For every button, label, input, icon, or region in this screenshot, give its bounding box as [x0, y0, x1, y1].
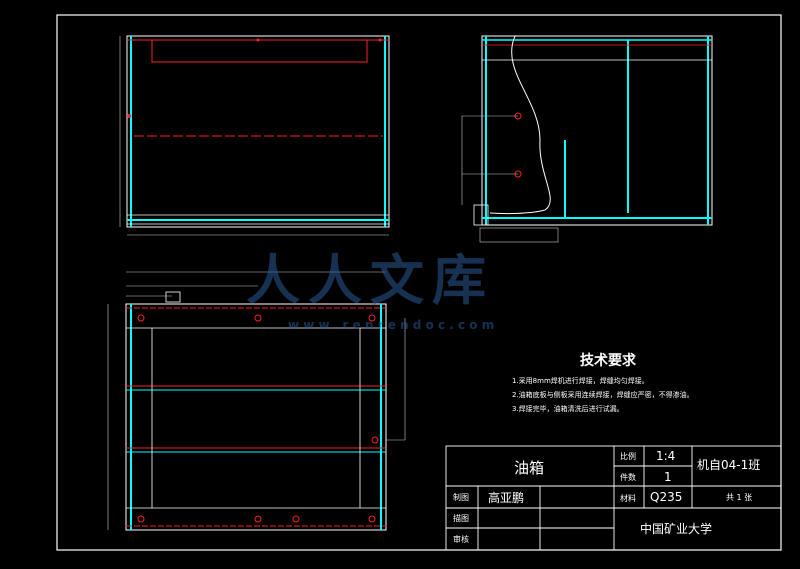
scale-value: 1:4	[656, 449, 676, 463]
tech-requirement-3: 3.焊接完毕，油箱清洗后进行试漏。	[512, 405, 624, 413]
title-block-grid	[445, 445, 782, 551]
design-label: 描图	[453, 514, 469, 523]
tech-requirements-title: 技术要求	[580, 353, 636, 369]
material-value: Q235	[650, 490, 683, 504]
scale-label: 比例	[620, 452, 636, 461]
drawn-label: 制图	[453, 493, 469, 502]
watermark-logo-text: 人人文库	[246, 249, 494, 312]
qty-label: 件数	[620, 473, 636, 482]
tech-requirement-1: 1.采用8mm焊机进行焊接，焊缝均匀焊接。	[512, 377, 649, 385]
tech-requirement-2: 2.油箱底板与侧板采用连续焊接，焊缝应严密，不得渗油。	[512, 391, 694, 399]
side-view	[461, 35, 713, 243]
material-label: 材料	[620, 494, 636, 503]
watermark-url: w w w . r e n r e n d o c . c o m	[288, 318, 495, 332]
drawn-by: 高亚鹏	[488, 491, 525, 505]
top-view	[107, 271, 406, 531]
part-name: 油箱	[514, 459, 545, 477]
check-label: 审核	[453, 535, 469, 544]
qty-value: 1	[664, 470, 672, 484]
sheet-border	[56, 14, 782, 551]
front-view	[119, 35, 390, 236]
class-name: 机自04-1班	[697, 458, 761, 472]
sheet-count: 共 1 张	[726, 493, 753, 502]
school-name: 中国矿业大学	[640, 522, 713, 536]
